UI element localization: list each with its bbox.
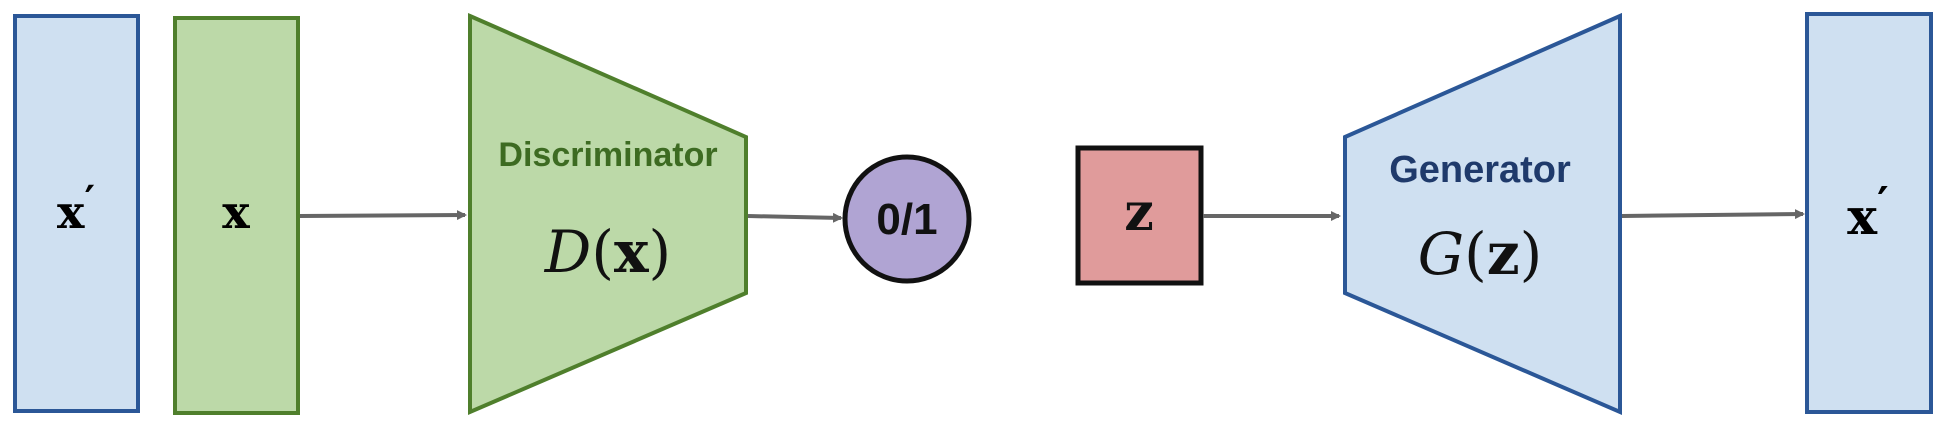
noise-box: z — [1075, 145, 1204, 286]
noise-label: z — [1124, 182, 1154, 243]
fake-sample-label: x′ — [57, 177, 95, 239]
output-label: 0/1 — [876, 195, 937, 244]
generator-network: Generator G(z) — [1343, 12, 1622, 416]
arrow-discriminator-to-output — [747, 212, 843, 223]
discriminator-function: D(x) — [544, 218, 671, 286]
real-fake-output: 0/1 — [842, 154, 972, 284]
generator-title: Generator — [1389, 149, 1571, 191]
fake-sample-box: x′ — [13, 14, 140, 413]
discriminator-network: Discriminator D(x) — [468, 12, 748, 416]
real-sample-label: x — [222, 185, 250, 239]
generated-sample-label: x′ — [1847, 178, 1888, 246]
arrow-real-to-discriminator — [299, 210, 467, 221]
arrow-generator-to-output — [1621, 209, 1805, 220]
generated-sample-box: x′ — [1805, 12, 1933, 414]
real-sample-box: x — [173, 16, 300, 415]
generator-function: G(z) — [1418, 220, 1543, 288]
discriminator-title: Discriminator — [498, 136, 717, 174]
